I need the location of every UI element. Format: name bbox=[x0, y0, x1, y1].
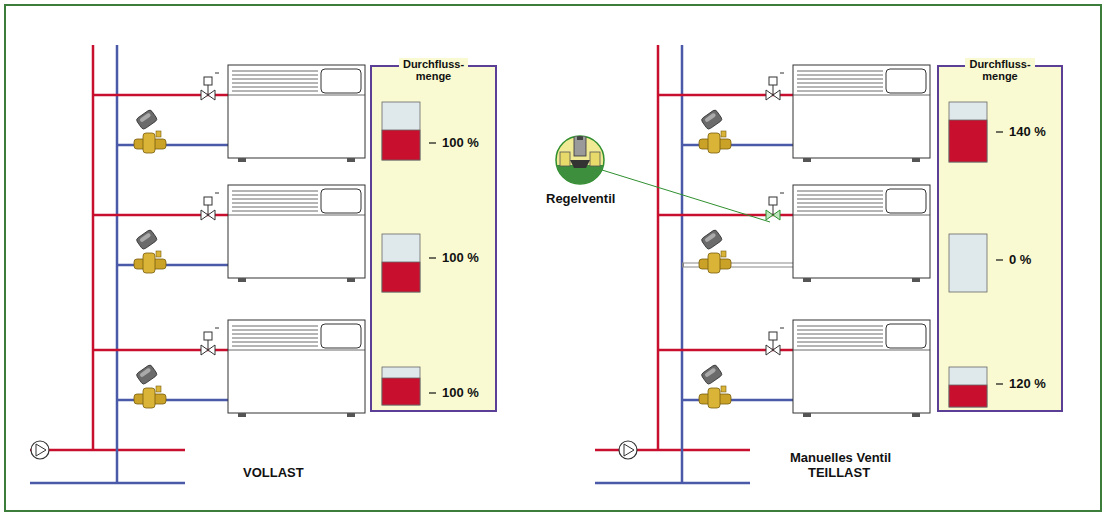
radiator bbox=[228, 65, 365, 162]
radiator-valve bbox=[201, 328, 219, 355]
radiator bbox=[793, 320, 930, 417]
valve-label: Regelventil bbox=[546, 192, 615, 206]
heating-system bbox=[30, 45, 365, 483]
control-valve-callout bbox=[556, 130, 770, 222]
panel-title: Durchfluss- menge bbox=[399, 58, 468, 82]
radiator bbox=[228, 320, 365, 417]
flow-bars bbox=[372, 67, 499, 414]
tick-mark bbox=[429, 257, 436, 258]
load-state: TEILLAST bbox=[808, 466, 870, 480]
radiator bbox=[228, 185, 365, 282]
balancing-valve bbox=[134, 109, 166, 153]
flow-percent: 100 % bbox=[442, 136, 479, 150]
pump-symbol bbox=[619, 441, 637, 459]
tick-mark bbox=[996, 259, 1003, 260]
radiator-valve bbox=[766, 73, 784, 100]
flow-percent: 100 % bbox=[442, 251, 479, 265]
heating-system bbox=[595, 45, 930, 483]
panel-title: Durchfluss- menge bbox=[965, 58, 1034, 82]
pump-symbol bbox=[31, 441, 49, 459]
valve-label: Manuelles Ventil bbox=[790, 451, 891, 465]
flow-panel: Durchfluss- menge bbox=[937, 65, 1063, 412]
radiator-valve bbox=[766, 193, 784, 220]
radiator-valve bbox=[201, 193, 219, 220]
balancing-valve bbox=[699, 229, 731, 273]
flow-percent: 0 % bbox=[1009, 253, 1031, 267]
balancing-valve bbox=[134, 364, 166, 408]
tick-mark bbox=[429, 392, 436, 393]
tick-mark bbox=[996, 131, 1003, 132]
load-state: VOLLAST bbox=[243, 466, 304, 480]
tick-mark bbox=[996, 383, 1003, 384]
flow-percent: 100 % bbox=[442, 386, 479, 400]
frame bbox=[5, 5, 1101, 511]
radiator bbox=[793, 185, 930, 282]
radiator-valve bbox=[766, 328, 784, 355]
tick-mark bbox=[429, 142, 436, 143]
balancing-valve bbox=[134, 229, 166, 273]
flow-bars bbox=[939, 67, 1065, 414]
balancing-valve bbox=[699, 109, 731, 153]
radiator bbox=[793, 65, 930, 162]
balancing-valve bbox=[699, 364, 731, 408]
flow-percent: 120 % bbox=[1009, 377, 1046, 391]
flow-percent: 140 % bbox=[1009, 125, 1046, 139]
flow-panel: Durchfluss- menge bbox=[370, 65, 497, 412]
radiator-valve bbox=[201, 73, 219, 100]
